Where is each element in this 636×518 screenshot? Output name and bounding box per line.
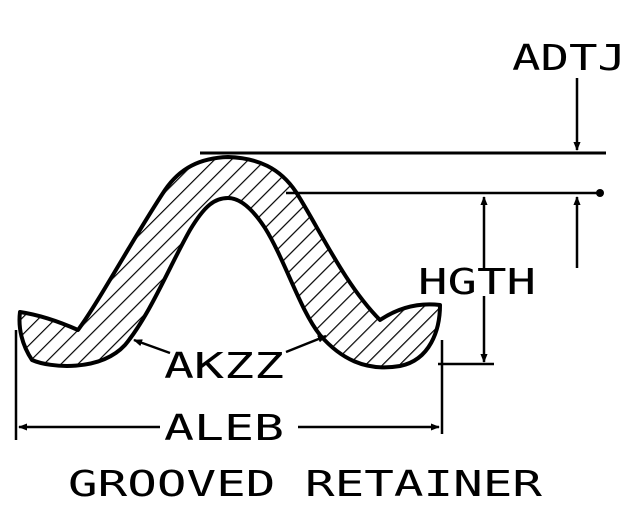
diagram-title: GROOVED RETAINER	[68, 464, 542, 505]
akzz-right-leader	[285, 334, 327, 354]
retainer-profile	[17, 155, 442, 370]
adtj-label: ADTJ	[512, 38, 626, 79]
hgth-label: HGTH	[418, 262, 536, 303]
inner-line-dot	[596, 189, 604, 197]
akzz-label: AKZZ	[164, 346, 284, 387]
akzz-left-leader	[133, 338, 171, 355]
aleb-label: ALEB	[164, 408, 284, 449]
